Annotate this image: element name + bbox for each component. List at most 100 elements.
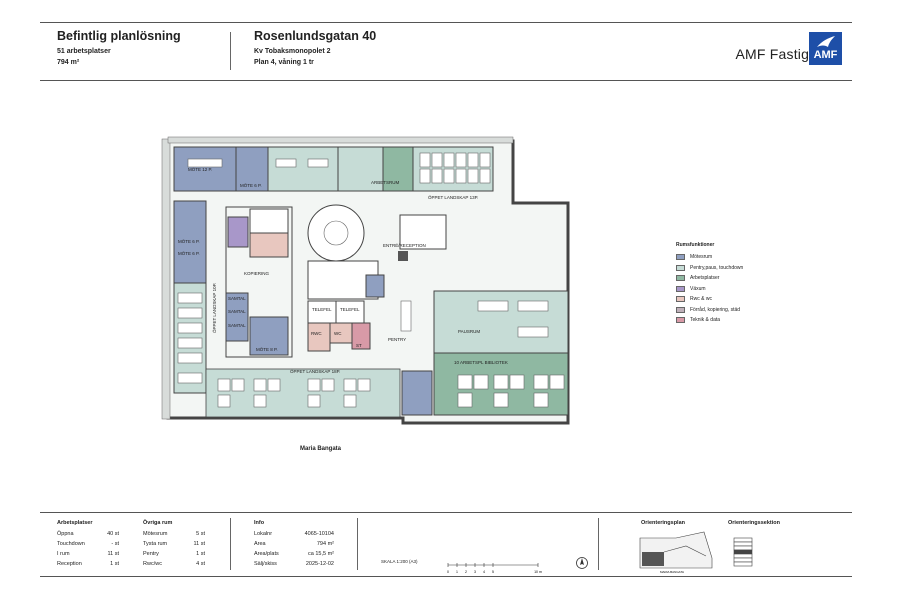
footer-row-value: 5 st	[196, 531, 205, 537]
label-pentry: PENTRY	[388, 337, 406, 342]
footer-ovriga-title: Övriga rum	[143, 520, 173, 526]
footer-row-label: Lokalnr	[254, 531, 273, 537]
footer-row-label: Tysta rum	[143, 541, 168, 547]
legend-title: Rumsfunktioner	[676, 242, 715, 248]
legend-swatch	[676, 275, 685, 282]
footer-bottom-rule	[40, 576, 852, 577]
footer-row: Area 794 m²	[254, 539, 334, 549]
scale-tick-label: 2	[465, 570, 467, 574]
legend-label: Växum	[690, 285, 706, 292]
north-arrow-icon	[576, 557, 588, 569]
footer-arbetsplatser-title: Arbetsplatser	[57, 520, 93, 526]
footer-row: Mötesrum 5 st	[143, 529, 205, 539]
footer-row-value: ca 15,5 m²	[308, 551, 334, 557]
footer-row-label: I rum	[57, 551, 70, 557]
header-bottom-rule	[40, 80, 852, 81]
footer-row-label: Reception	[57, 561, 82, 567]
footer-row: Reception 1 st	[57, 559, 119, 569]
footer-row-value: 4 st	[196, 561, 205, 567]
floor-label: Plan 4, våning 1 tr	[254, 59, 314, 66]
scale-tick-label: 5	[492, 570, 494, 574]
footer-row-label: Sälj/skiss	[254, 561, 277, 567]
orientation-section-diagram	[733, 537, 753, 567]
address: Rosenlundsgatan 40	[254, 29, 377, 43]
legend-label: Arbetsplatser	[690, 275, 720, 282]
label-oppet-10p: ÖPPET LANDSKAP 10P.	[211, 283, 217, 333]
footer-row-value: 1 st	[110, 561, 119, 567]
label-mote-6c: MÖTE 6 P.	[178, 250, 200, 256]
amf-logo: AMF	[809, 32, 842, 65]
footer-divider-3	[598, 518, 599, 570]
footer-row-value: 2025-12-02	[305, 561, 334, 567]
legend-item: Rwc & wc	[676, 294, 743, 305]
legend-swatch	[676, 285, 685, 292]
scale-tick-label: 3	[474, 570, 476, 574]
legend-item: Pentry,paus, touchdown	[676, 263, 743, 274]
footer-row-value: 1 st	[196, 551, 205, 557]
floor-plan: MÖTE 12 P. MÖTE 6 P. ARBETSRUM ÖPPET LAN…	[161, 136, 570, 425]
label-st: ST	[356, 343, 362, 348]
label-mote-12: MÖTE 12 P.	[188, 166, 212, 172]
label-wc: WC	[334, 331, 342, 336]
legend-swatch	[676, 306, 685, 313]
footer-row-value: 4065-10104	[304, 531, 334, 537]
legend-swatch	[676, 317, 685, 324]
legend-label: Förråd, kopiering, städ	[690, 306, 741, 313]
workplace-count: 51 arbetsplatser	[57, 48, 111, 55]
label-samtal-1: SAMTAL	[228, 296, 246, 301]
footer-row: Touchdown - st	[57, 539, 119, 549]
legend-swatch	[676, 264, 685, 271]
legend-item: Förråd, kopiering, städ	[676, 305, 743, 316]
footer-top-rule	[40, 512, 852, 513]
property-name: Kv Tobaksmonopolet 2	[254, 48, 331, 55]
legend-item: Växum	[676, 284, 743, 295]
legend-swatch	[676, 254, 685, 261]
label-pausrum: PAUSRUM	[458, 329, 480, 334]
header-top-rule	[40, 22, 852, 23]
page-title: Befintlig planlösning	[57, 29, 181, 43]
footer-row-label: Area	[254, 541, 266, 547]
header-address-block: Rosenlundsgatan 40 Kv Tobaksmonopolet 2 …	[254, 28, 376, 68]
footer-row-label: Pentry	[143, 551, 159, 557]
orientation-section-title: Orienteringssektion	[728, 520, 780, 526]
orientation-plan-title: Orienteringsplan	[641, 520, 686, 526]
footer-divider-1	[230, 518, 231, 570]
footer-row-value: 794 m²	[316, 541, 334, 547]
footer-row-value: - st	[111, 541, 119, 547]
legend-label: Teknik & data	[690, 317, 721, 324]
footer-row-label: Öppna	[57, 531, 74, 537]
street-label: Maria Bangata	[300, 446, 342, 452]
scale-tick-label: 1	[456, 570, 458, 574]
footer-row-value: 11 st	[107, 551, 119, 557]
scale-bar: 0 1 2 3 4 5 10 m	[447, 563, 542, 574]
scale-tick-label: 0	[447, 570, 449, 574]
footer-row: Rwc/wc 4 st	[143, 559, 205, 569]
footer-divider-2	[357, 518, 358, 570]
logo-text: AMF	[813, 49, 838, 61]
label-entre: ENTRÉ/RECEPTION	[383, 242, 426, 248]
scale-label: SKALA 1:200 (A3)	[381, 559, 418, 564]
orientation-street-label: MARIA BANGATA	[660, 570, 684, 574]
scale-tick-label: 4	[483, 570, 485, 574]
label-telefel-2: TELEFEL	[340, 307, 360, 312]
footer-row: I rum 11 st	[57, 549, 119, 559]
footer-row-label: Rwc/wc	[143, 561, 162, 567]
legend-item: Arbetsplatser	[676, 273, 743, 284]
footer-row: Lokalnr 4065-10104	[254, 529, 334, 539]
room-mote-12	[173, 146, 237, 192]
scale-tick-label: 10 m	[534, 570, 542, 574]
footer-info-title: Info	[254, 520, 265, 526]
legend-label: Mötesrum	[690, 254, 713, 261]
footer-row-label: Mötesrum	[143, 531, 168, 537]
label-mote-6a: MÖTE 6 P.	[240, 182, 262, 188]
orientation-plan-map: MARIA BANGATA	[639, 531, 713, 574]
legend-label: Rwc & wc	[690, 296, 712, 303]
footer-row-label: Touchdown	[57, 541, 85, 547]
